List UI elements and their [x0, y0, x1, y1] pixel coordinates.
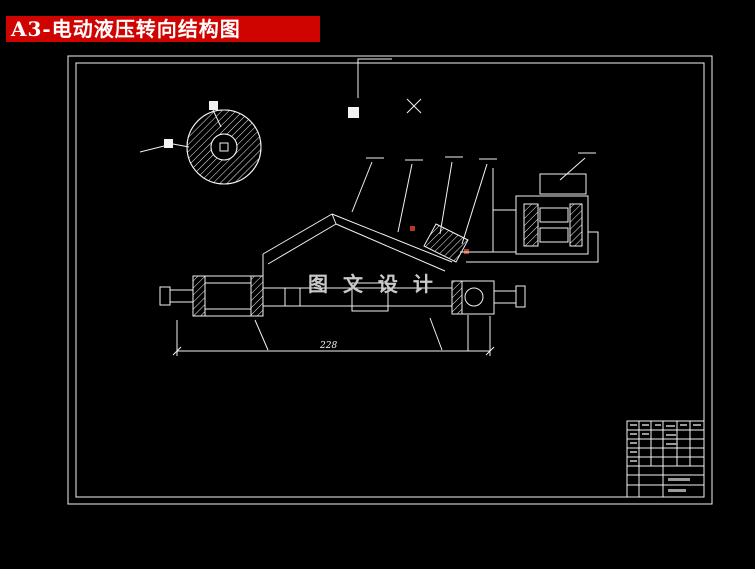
valve-block — [460, 168, 599, 263]
dimension-228: 228 — [172, 315, 495, 356]
universal-joint-hatch — [423, 223, 469, 263]
page-title: A3-电动液压转向结构图 — [11, 17, 241, 41]
motor-cross-section — [139, 101, 262, 185]
drawing-border — [67, 55, 713, 505]
title-block-text-marks — [630, 424, 701, 492]
balloon-marker — [164, 139, 173, 148]
steering-column-shaft — [262, 213, 469, 276]
title-block — [626, 420, 705, 498]
watermark-text: 图 文 设 计 — [308, 272, 437, 296]
balloon-marker — [209, 101, 218, 110]
dimension-text: 228 — [319, 341, 337, 351]
leader-lines — [351, 152, 596, 245]
steering-assembly — [159, 275, 526, 317]
valve-top-connector — [539, 173, 587, 195]
grip-point — [410, 226, 415, 231]
datum-symbol — [348, 58, 422, 118]
title-banner: A3-电动液压转向结构图 — [6, 16, 320, 42]
